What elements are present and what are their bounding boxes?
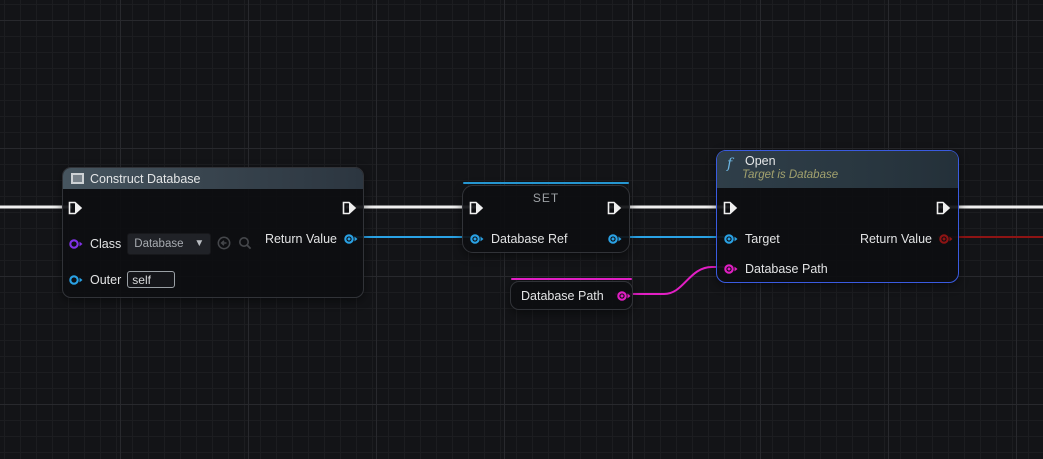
data-wire-databasepath[interactable] <box>615 266 734 295</box>
set-node-accent-line <box>463 182 629 184</box>
node-set-database-ref[interactable]: SET Database Ref <box>462 182 630 253</box>
getter-node-accent-line <box>511 278 632 280</box>
open-node-header: f Open Target is Database <box>717 151 958 188</box>
database-ref-label: Database Ref <box>491 232 568 246</box>
node-open-function[interactable]: f Open Target is Database Target Return … <box>716 150 959 283</box>
return-value-pin[interactable] <box>343 233 359 245</box>
function-icon: f <box>727 156 733 172</box>
target-pin[interactable] <box>723 233 739 245</box>
database-ref-out-pin[interactable] <box>607 233 623 245</box>
return-value-pin[interactable] <box>938 233 954 245</box>
database-path-label: Database Path <box>745 262 828 276</box>
target-label: Target <box>745 232 780 246</box>
class-select-value: Database <box>134 238 184 250</box>
node-title: Construct Database <box>90 171 201 186</box>
browse-asset-icon[interactable] <box>238 236 252 253</box>
database-ref-in-pin[interactable] <box>469 233 485 245</box>
exec-in-pin[interactable] <box>68 201 84 215</box>
set-node-title: SET <box>532 191 560 205</box>
outer-pin[interactable] <box>68 274 84 286</box>
construct-class-icon <box>71 173 84 184</box>
class-label: Class <box>90 237 122 251</box>
outer-value-input[interactable] <box>127 271 176 288</box>
node-subtitle: Target is Database <box>742 169 839 181</box>
database-path-out-pin[interactable] <box>616 290 632 302</box>
node-get-database-path[interactable]: Database Path <box>510 278 633 310</box>
class-pin[interactable] <box>68 238 84 250</box>
return-value-label: Return Value <box>264 232 337 246</box>
exec-out-pin[interactable] <box>342 201 358 215</box>
exec-out-pin[interactable] <box>607 201 623 215</box>
exec-out-pin[interactable] <box>936 201 952 215</box>
chevron-down-icon: ▼ <box>194 238 205 249</box>
class-select-dropdown[interactable]: Database ▼ <box>127 233 212 255</box>
exec-in-pin[interactable] <box>723 201 739 215</box>
database-path-getter-label: Database Path <box>521 289 604 303</box>
node-title: Open <box>745 154 776 168</box>
database-path-in-pin[interactable] <box>723 263 739 275</box>
construct-node-header: Construct Database <box>63 168 363 189</box>
node-construct-database[interactable]: Construct Database Return Value Class <box>62 167 364 298</box>
exec-in-pin[interactable] <box>469 201 485 215</box>
outer-label: Outer <box>90 272 122 287</box>
return-value-label: Return Value <box>859 232 932 246</box>
use-selected-asset-icon[interactable] <box>217 236 231 253</box>
